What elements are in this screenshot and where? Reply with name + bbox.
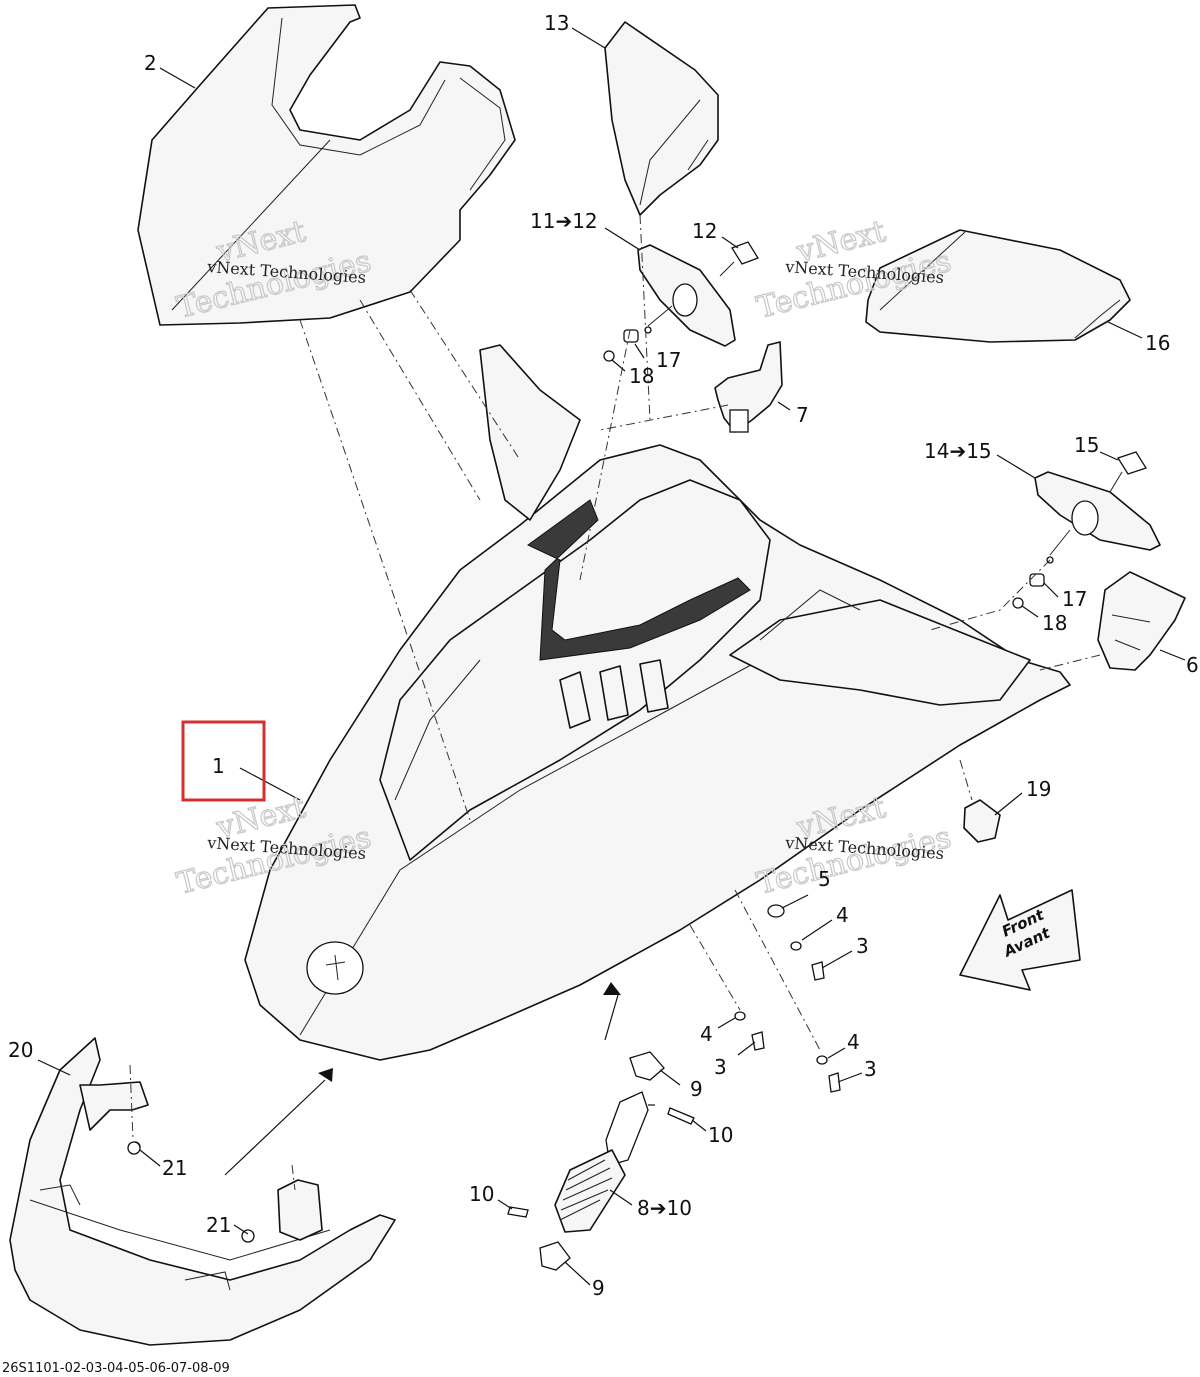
callout-13[interactable]: 13 <box>544 11 569 35</box>
callout-16[interactable]: 16 <box>1145 331 1170 355</box>
callout-labels: 1 2 3 3 3 4 4 4 5 6 7 8➔10 9 9 10 10 11➔… <box>8 11 1199 1300</box>
callout-21-a[interactable]: 21 <box>162 1156 187 1180</box>
hardware-3-4-5-10 <box>127 904 841 1243</box>
callout-18-b[interactable]: 18 <box>1042 611 1067 635</box>
shock-spring-part <box>539 1051 665 1271</box>
mirror-left-part <box>637 241 759 347</box>
callout-7[interactable]: 7 <box>796 403 809 427</box>
callout-3-b[interactable]: 3 <box>714 1055 727 1079</box>
callout-17-b[interactable]: 17 <box>1062 587 1087 611</box>
callout-4-a[interactable]: 4 <box>836 903 849 927</box>
callout-3-a[interactable]: 3 <box>856 934 869 958</box>
callout-18-a[interactable]: 18 <box>629 364 654 388</box>
windshield-part <box>137 4 516 326</box>
hardware-17-18 <box>603 329 1045 609</box>
callout-4-b[interactable]: 4 <box>700 1022 713 1046</box>
callout-1[interactable]: 1 <box>212 754 225 778</box>
mirror-right-part <box>1034 451 1161 564</box>
diagram-reference-code: 26S1101-02-03-04-05-06-07-08-09 <box>2 1361 230 1376</box>
callout-2[interactable]: 2 <box>144 51 157 75</box>
bumper-part <box>9 1037 396 1346</box>
callout-11-12[interactable]: 11➔12 <box>530 209 598 233</box>
callout-10-b[interactable]: 10 <box>469 1182 494 1206</box>
callout-3-c[interactable]: 3 <box>864 1057 877 1081</box>
latch-part <box>1097 571 1186 671</box>
assembly-lines <box>129 214 1101 1191</box>
callout-20[interactable]: 20 <box>8 1038 33 1062</box>
bracket-part <box>714 341 783 433</box>
callout-9-a[interactable]: 9 <box>690 1077 703 1101</box>
callout-15[interactable]: 15 <box>1074 433 1099 457</box>
clip-part <box>963 799 1001 843</box>
assembly-arrows <box>224 982 621 1176</box>
callout-8-10[interactable]: 8➔10 <box>637 1196 692 1220</box>
callout-9-b[interactable]: 9 <box>592 1276 605 1300</box>
leader-lines <box>37 27 1186 1286</box>
callout-6[interactable]: 6 <box>1186 653 1199 677</box>
callout-19[interactable]: 19 <box>1026 777 1051 801</box>
hood-part <box>244 344 1071 1061</box>
highlight-box <box>181 720 266 802</box>
callout-17-a[interactable]: 17 <box>656 348 681 372</box>
callout-5[interactable]: 5 <box>818 867 831 891</box>
callout-12[interactable]: 12 <box>692 219 717 243</box>
callout-21-b[interactable]: 21 <box>206 1213 231 1237</box>
side-panel-right-part <box>865 229 1131 343</box>
front-direction-arrow: Front Avant <box>959 889 1081 991</box>
callout-4-c[interactable]: 4 <box>847 1030 860 1054</box>
side-panel-upper-part <box>604 21 719 216</box>
callout-14-15[interactable]: 14➔15 <box>924 439 992 463</box>
callout-10-a[interactable]: 10 <box>708 1123 733 1147</box>
